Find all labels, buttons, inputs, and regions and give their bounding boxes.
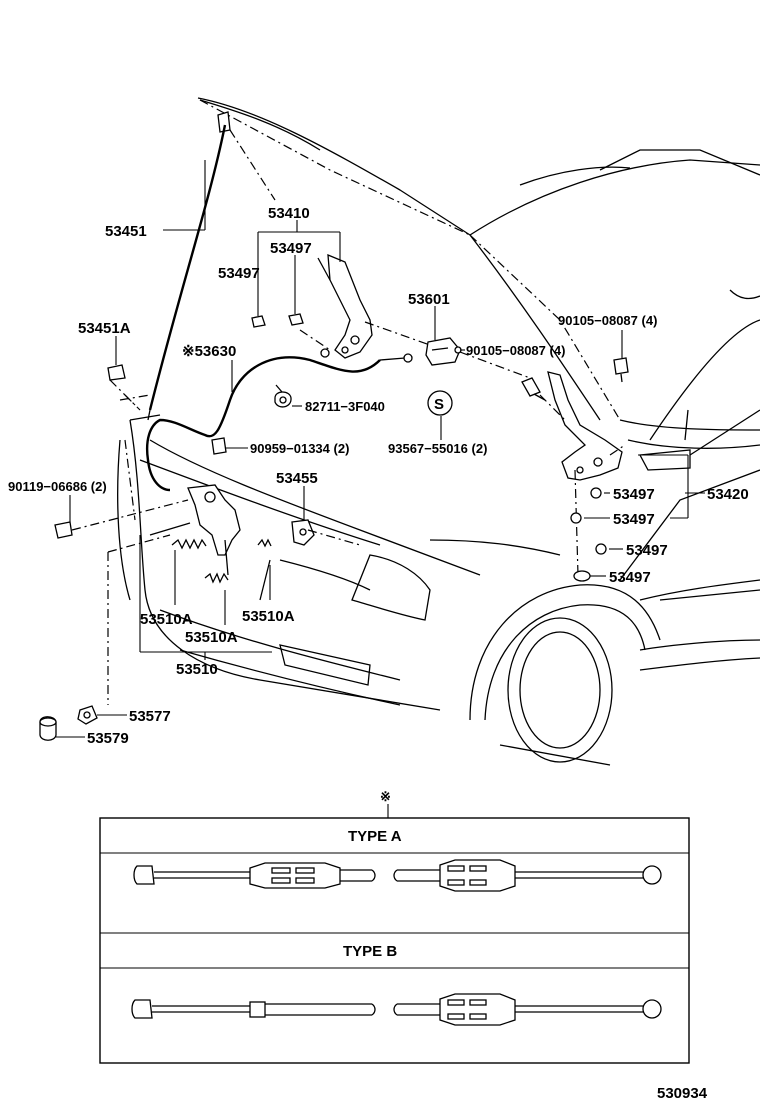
label-53510A-c: 53510A (185, 629, 238, 646)
label-90105-b: 90105−08087 (4) (466, 343, 565, 358)
label-53455: 53455 (276, 470, 318, 487)
hood-lock (425, 337, 462, 366)
label-90119: 90119−06686 (2) (8, 479, 107, 494)
label-53497-f: 53497 (609, 569, 651, 586)
label-53451A: 53451A (78, 320, 131, 337)
label-82711: 82711−3F040 (305, 399, 385, 414)
label-53510A-b: 53510A (242, 608, 295, 625)
s-symbol-circle (427, 390, 453, 416)
label-53601: 53601 (408, 291, 450, 308)
label-90959: 90959−01334 (2) (250, 441, 349, 456)
part-labels: 53451 53410 53497 53497 53601 53451A ※53… (8, 205, 749, 747)
label-53579: 53579 (87, 730, 129, 747)
cable-type-a (133, 859, 662, 892)
car-body-outline (117, 97, 760, 766)
label-93567: 93567−55016 (2) (388, 441, 487, 456)
hood-hinge-right (547, 371, 626, 576)
label-53577: 53577 (129, 708, 171, 725)
small-parts (39, 313, 629, 741)
label-90105-a: 90105−08087 (4) (558, 313, 657, 328)
reference-number: 530934 (657, 1085, 708, 1102)
cable-type-b (131, 993, 662, 1026)
hood-hinge-left (299, 253, 373, 359)
inset-marker: ※ (380, 789, 391, 804)
hood-support-rod (147, 111, 276, 421)
type-b-label: TYPE B (343, 943, 397, 960)
label-53510A-a: 53510A (140, 611, 193, 628)
label-53451: 53451 (105, 223, 147, 240)
label-53497-b: 53497 (218, 265, 260, 282)
label-53497-a: 53497 (270, 240, 312, 257)
label-53497-e: 53497 (626, 542, 668, 559)
label-53410: 53410 (268, 205, 310, 222)
label-53510: 53510 (176, 661, 218, 678)
label-s-symbol: S (434, 396, 444, 413)
leader-lines (56, 160, 705, 738)
label-53497-d: 53497 (613, 511, 655, 528)
type-a-label: TYPE A (348, 828, 402, 845)
label-53420: 53420 (707, 486, 749, 503)
hood-release-cable (146, 348, 413, 492)
label-53497-c: 53497 (613, 486, 655, 503)
label-53630: ※53630 (182, 343, 236, 360)
cable-type-inset: ※ TYPE A TYPE B (99, 789, 690, 1064)
hood-latch (149, 484, 272, 584)
